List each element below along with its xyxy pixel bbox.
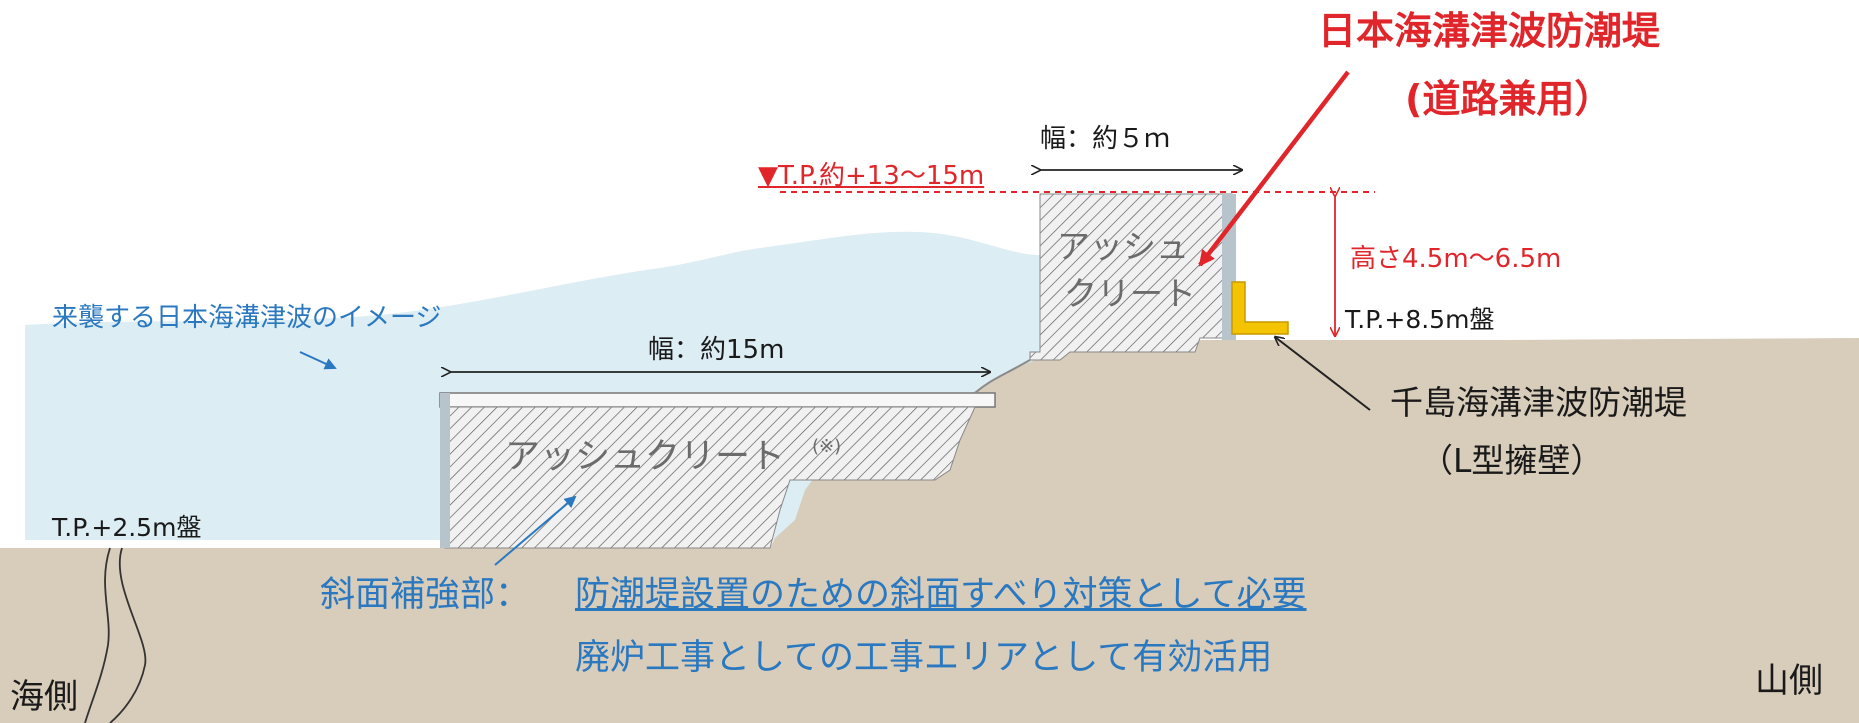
slope-reinforcement-line-2: 廃炉工事としての工事エリアとして有効活用 <box>575 638 1273 678</box>
title-pointer-arrow <box>1198 70 1350 267</box>
l-type-retaining-wall <box>1231 281 1289 335</box>
upper-ground-label: T.P.+8.5m盤 <box>1345 305 1495 334</box>
lower-width-label: 幅：約15m <box>648 335 785 365</box>
chishima-pointer <box>1275 337 1371 411</box>
chishima-wall-label-2: （L型擁壁） <box>1420 441 1604 480</box>
top-width-label: 幅：約５ｍ <box>1040 124 1171 154</box>
tsunami-pointer <box>299 351 337 370</box>
upper-ashcrete-label-1: アッシュ <box>1057 227 1189 266</box>
lower-ashcrete-edge <box>440 393 450 548</box>
title-line-2: (道路兼用） <box>1405 77 1613 121</box>
sea-side-wave-line-2 <box>109 547 147 723</box>
height-label: 高さ4.5m～6.5m <box>1350 244 1562 274</box>
slope-face <box>974 359 1031 394</box>
lower-ashcrete-label: アッシュクリート <box>505 437 786 477</box>
slope-pointer <box>494 495 577 566</box>
tsunami-image-label: 来襲する日本海溝津波のイメージ <box>52 303 442 333</box>
sea-side-wave-line-1 <box>84 547 111 723</box>
sea-side-label: 海側 <box>10 677 78 717</box>
lower-ashcrete-block <box>444 406 976 549</box>
lower-ground-label: T.P.+2.5m盤 <box>52 513 202 542</box>
chishima-wall-label-1: 千島海溝津波防潮堤 <box>1390 383 1687 422</box>
lower-ashcrete-top-layer <box>439 392 996 408</box>
crest-level-label: ▼T.P.約+13～15m <box>758 161 985 191</box>
title-line-1: 日本海溝津波防潮堤 <box>1318 9 1661 53</box>
slope-reinforcement-line-1: 防潮堤設置のための斜面すべり対策として必要 <box>575 575 1307 615</box>
ground <box>0 338 1859 723</box>
lower-ashcrete-note: (※) <box>812 436 842 457</box>
upper-ashcrete-label-2: クリート <box>1064 274 1196 313</box>
slope-reinforcement-prefix: 斜面補強部： <box>320 575 531 615</box>
mountain-side-label: 山側 <box>1755 661 1823 701</box>
